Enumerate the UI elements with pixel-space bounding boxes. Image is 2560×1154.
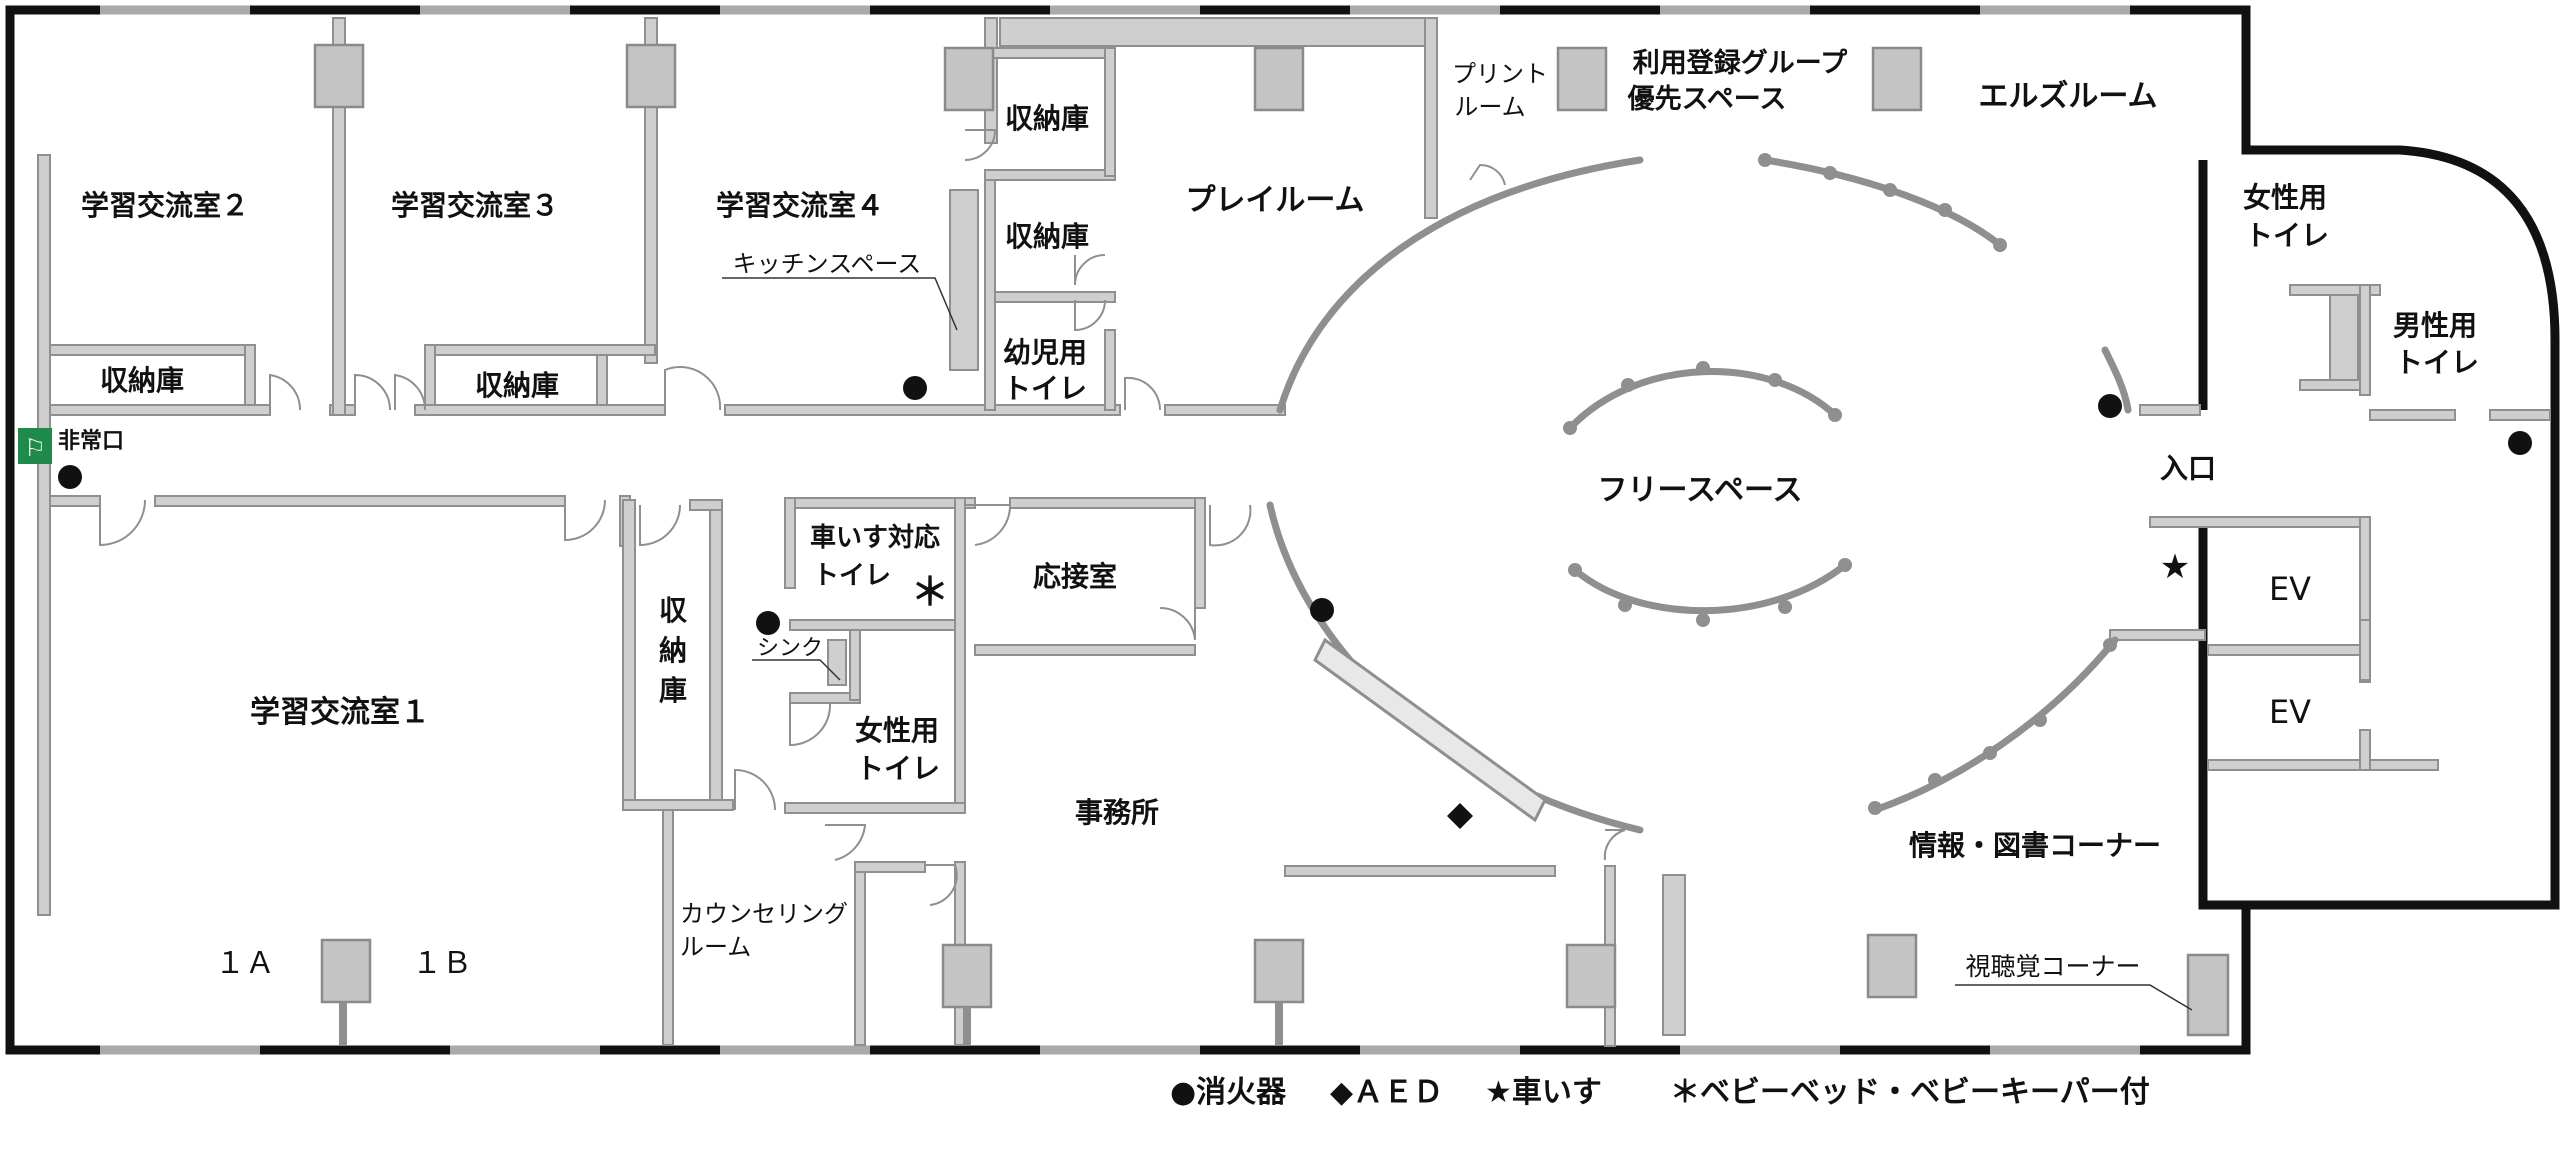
fire-extinguisher-icon [756, 611, 780, 635]
print-room-label: プリント [1452, 60, 1548, 88]
inner-walls [37, 17, 2551, 1047]
legend: ●消火器 ◆ＡＥＤ ★車いす ＊ベビーベッド・ベビーキーパー付 [1170, 1075, 2150, 1110]
info-library-corner-label: 情報・図書コーナー [1909, 829, 2161, 862]
fire-extinguisher-icon [58, 465, 82, 489]
entrance-label: 入口 [2160, 452, 2216, 485]
fire-extinguisher-icon [1310, 598, 1334, 622]
elevator-label: EV [2269, 693, 2311, 731]
zone-1a-label: １Ａ [215, 946, 275, 981]
study-room-4-label: 学習交流室４ [716, 189, 884, 222]
elevator-label: EV [2269, 570, 2311, 608]
toddler-toilet-label: トイレ [1003, 372, 1087, 405]
study-room-1-label: 学習交流室１ [250, 695, 430, 730]
legend-wheelchair: ★車いす [1485, 1075, 1602, 1110]
sink-label: シンク [757, 636, 823, 661]
women-toilet-label: 女性用 [2243, 181, 2327, 214]
men-toilet-label: トイレ [2395, 346, 2479, 379]
emergency-exit-label: 非常口 [58, 428, 124, 454]
office-label: 事務所 [1075, 796, 1159, 829]
priority-space-label: 利用登録グループ [1633, 47, 1848, 79]
storage-vertical-label: 収 [659, 594, 688, 627]
room-labels: 学習交流室２ 学習交流室３ 学習交流室４ 収納庫 収納庫 収納庫 収納庫 キッチ… [58, 47, 2479, 981]
legend-extinguisher: ●消火器 [1170, 1075, 1287, 1110]
leader-lines [722, 277, 2193, 1011]
legend-baby: ＊ベビーベッド・ベビーキーパー付 [1670, 1075, 2150, 1110]
storage-vertical-label: 納 [659, 634, 687, 667]
aed-icon [1447, 803, 1473, 829]
doors [99, 129, 1626, 906]
storage-label: 収納庫 [100, 364, 184, 397]
men-toilet-label: 男性用 [2393, 309, 2477, 342]
women-toilet-label: 女性用 [855, 714, 939, 747]
svg-text:⚐: ⚐ [24, 434, 46, 462]
study-room-3-label: 学習交流室３ [391, 189, 559, 222]
playroom-label: プレイルーム [1185, 183, 1364, 218]
curved-walls [1266, 153, 2132, 834]
av-corner-label: 視聴覚コーナー [1965, 952, 2140, 981]
kitchen-label: キッチンスペース [733, 250, 922, 278]
storage-vertical-label: 庫 [659, 674, 687, 707]
zone-1b-label: １Ｂ [412, 946, 472, 981]
ells-room-label: エルズルーム [1978, 79, 2157, 114]
outer-wall [5, 5, 2560, 1055]
fire-extinguisher-icon [903, 376, 927, 400]
storage-label: 収納庫 [1005, 102, 1089, 135]
wheelchair-toilet-label: 車いす対応 [810, 522, 940, 553]
print-room-label: ルーム [1454, 93, 1525, 121]
free-space-label: フリースペース [1598, 473, 1803, 508]
wheelchair-toilet-label: トイレ [813, 561, 891, 591]
women-toilet-label: トイレ [856, 752, 940, 785]
priority-space-label: 優先スペース [1627, 84, 1787, 115]
reception-room-label: 応接室 [1033, 560, 1117, 593]
baby-asterisk-icon: ＊ [911, 570, 949, 614]
study-room-2-label: 学習交流室２ [81, 189, 249, 222]
women-toilet-label: トイレ [2245, 219, 2329, 252]
storage-label: 収納庫 [475, 369, 559, 402]
wheelchair-star-icon: ★ [2160, 547, 2190, 587]
pillars [313, 43, 2230, 1045]
counseling-room-label: ルーム [680, 933, 751, 961]
counseling-room-label: カウンセリング [680, 900, 848, 928]
storage-label: 収納庫 [1005, 220, 1089, 253]
fire-extinguisher-icon [2508, 431, 2532, 455]
emergency-exit-icon: ⚐ [18, 428, 52, 464]
fire-extinguisher-icon [2098, 394, 2122, 418]
toddler-toilet-label: 幼児用 [1003, 336, 1087, 369]
fire-extinguisher-markers [58, 376, 2532, 635]
legend-aed: ◆ＡＥＤ [1330, 1075, 1443, 1110]
